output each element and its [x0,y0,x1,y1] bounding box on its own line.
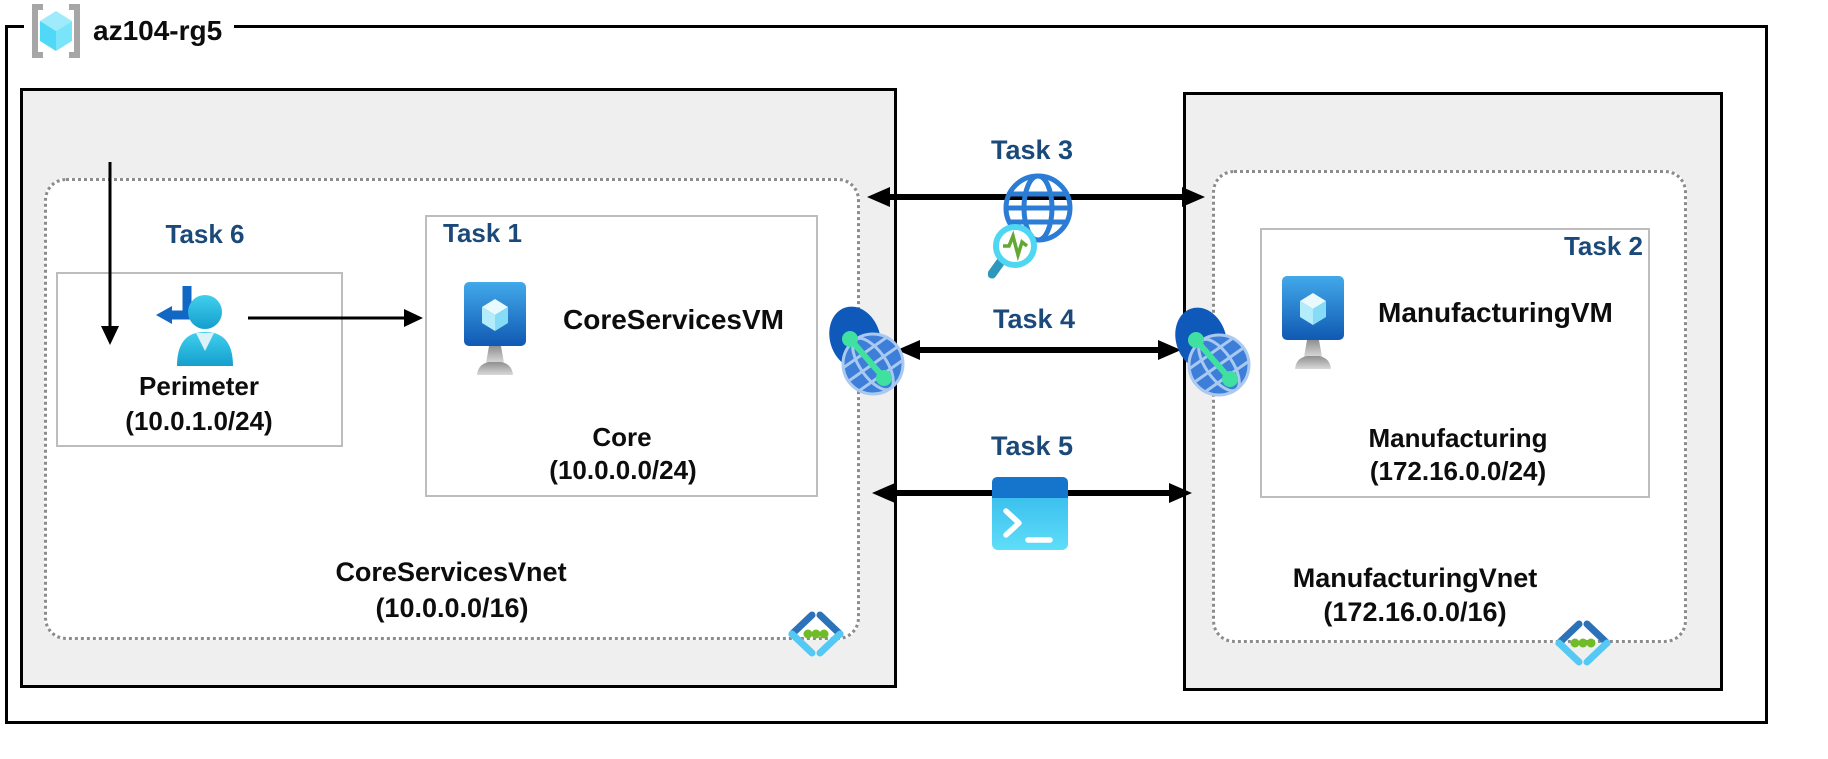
core-subnet-cidr: (10.0.0.0/24) [549,455,697,485]
guest-user-icon [156,286,233,366]
virtual-machine-icon [464,282,526,375]
core-vm-name: CoreServicesVM [563,304,785,335]
cloud-shell-icon [992,477,1068,550]
manufacturing-subnet-name: Manufacturing [1368,423,1548,453]
task6-label: Task 6 [165,219,245,249]
manufacturing-subnet-cidr: (172.16.0.0/24) [1369,456,1547,486]
coreservices-vnet-cidr: (10.0.0.0/16) [375,593,529,623]
vnet-peering-icon [1175,307,1251,397]
virtual-machine-icon [1282,276,1344,369]
vnet-peering-icon [829,306,905,396]
network-watcher-icon [988,173,1073,279]
virtual-network-icon [788,611,844,657]
manufacturing-vnet-name: ManufacturingVnet [1292,563,1538,593]
task2-label: Task 2 [1563,231,1643,261]
resource-group-name: az104-rg5 [93,15,223,46]
manufacturing-vnet-cidr: (172.16.0.0/16) [1323,597,1507,627]
resource-group-icon [32,4,80,58]
manufacturing-vm-name: ManufacturingVM [1378,297,1613,328]
perimeter-subnet-name: Perimeter [139,371,259,401]
virtual-network-icon [1555,620,1611,666]
task5-label: Task 5 [990,431,1074,461]
manufacturing-subnet-box [1260,228,1650,498]
task3-label: Task 3 [990,135,1074,165]
task4-label: Task 4 [992,304,1076,334]
task1-label: Task 1 [443,218,523,248]
coreservices-vnet-name: CoreServicesVnet [335,557,567,587]
perimeter-subnet-cidr: (10.0.1.0/24) [125,406,273,436]
core-subnet-name: Core [592,422,652,452]
resource-group-chip: az104-rg5 [24,0,235,62]
